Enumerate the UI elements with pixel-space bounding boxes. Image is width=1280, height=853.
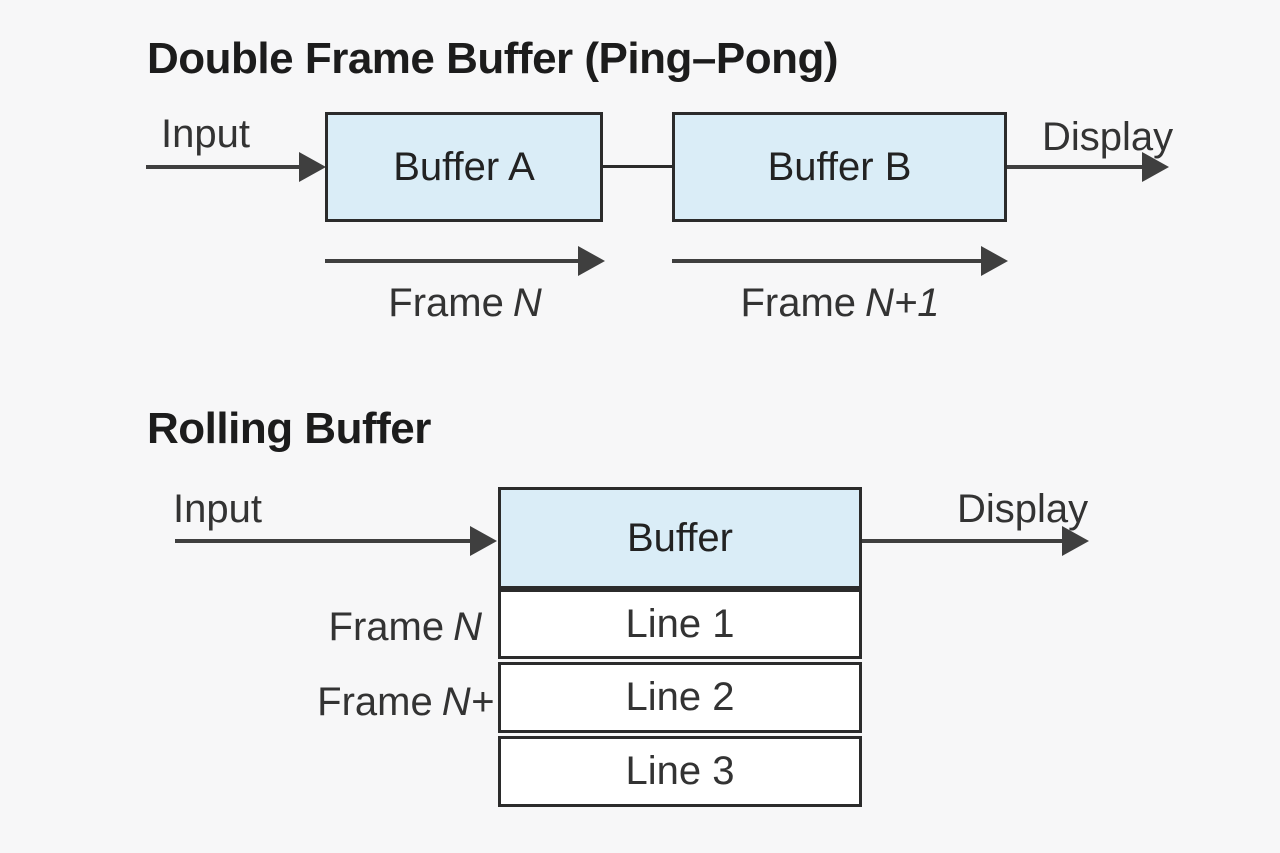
buffer-line-row-2: Line 2 xyxy=(498,662,862,733)
frame-n1-prefix: Frame xyxy=(740,281,857,325)
ping-pong-input-arrow-line xyxy=(146,165,301,169)
buffer-line-row-1: Line 1 xyxy=(498,589,862,659)
buffer-line-2-label: Line 2 xyxy=(625,675,735,719)
rolling-input-label: Input xyxy=(173,487,262,531)
rolling-input-arrowhead xyxy=(470,526,497,556)
rolling-buffer-box: Buffer xyxy=(498,487,862,589)
ping-pong-input-label: Input xyxy=(161,112,250,156)
rolling-display-arrowhead xyxy=(1062,526,1089,556)
rolling-frame-nplus-prefix: Frame xyxy=(317,680,433,724)
buffer-line-row-3: Line 3 xyxy=(498,736,862,807)
buffer-a-box: Buffer A xyxy=(325,112,603,222)
ping-pong-display-arrowhead xyxy=(1142,152,1169,182)
frame-n1-arrow-line xyxy=(672,259,982,263)
rolling-buffer-title: Rolling Buffer xyxy=(147,404,431,453)
rolling-frame-n-prefix: Frame xyxy=(328,605,445,649)
frame-n-prefix: Frame xyxy=(388,281,504,325)
frame-n1-var: N+1 xyxy=(865,281,940,325)
buffer-line-1-label: Line 1 xyxy=(625,601,735,646)
rolling-frame-nplus-var: N+ xyxy=(441,680,494,724)
buffer-connector-line xyxy=(603,165,672,168)
frame-n1-arrowhead xyxy=(981,246,1008,276)
buffer-a-label: Buffer A xyxy=(393,144,535,189)
rolling-display-label: Display xyxy=(957,487,1089,531)
buffer-b-label: Buffer B xyxy=(767,144,912,189)
ping-pong-display-label: Display xyxy=(1042,115,1174,159)
rolling-buffer-label: Buffer xyxy=(627,515,733,560)
rolling-input-arrow-line xyxy=(175,539,471,543)
ping-pong-title: Double Frame Buffer (Ping–Pong) xyxy=(147,34,838,83)
rolling-display-arrow-line xyxy=(862,539,1063,543)
rolling-frame-n-var: N xyxy=(453,605,482,649)
buffer-line-3-label: Line 3 xyxy=(625,749,735,793)
frame-n-arrow-line xyxy=(325,259,579,263)
frame-n-var: N xyxy=(512,281,542,325)
buffer-b-box: Buffer B xyxy=(672,112,1007,222)
ping-pong-input-arrowhead xyxy=(299,152,326,182)
frame-n-arrowhead xyxy=(578,246,605,276)
ping-pong-display-arrow-line xyxy=(1007,165,1143,169)
